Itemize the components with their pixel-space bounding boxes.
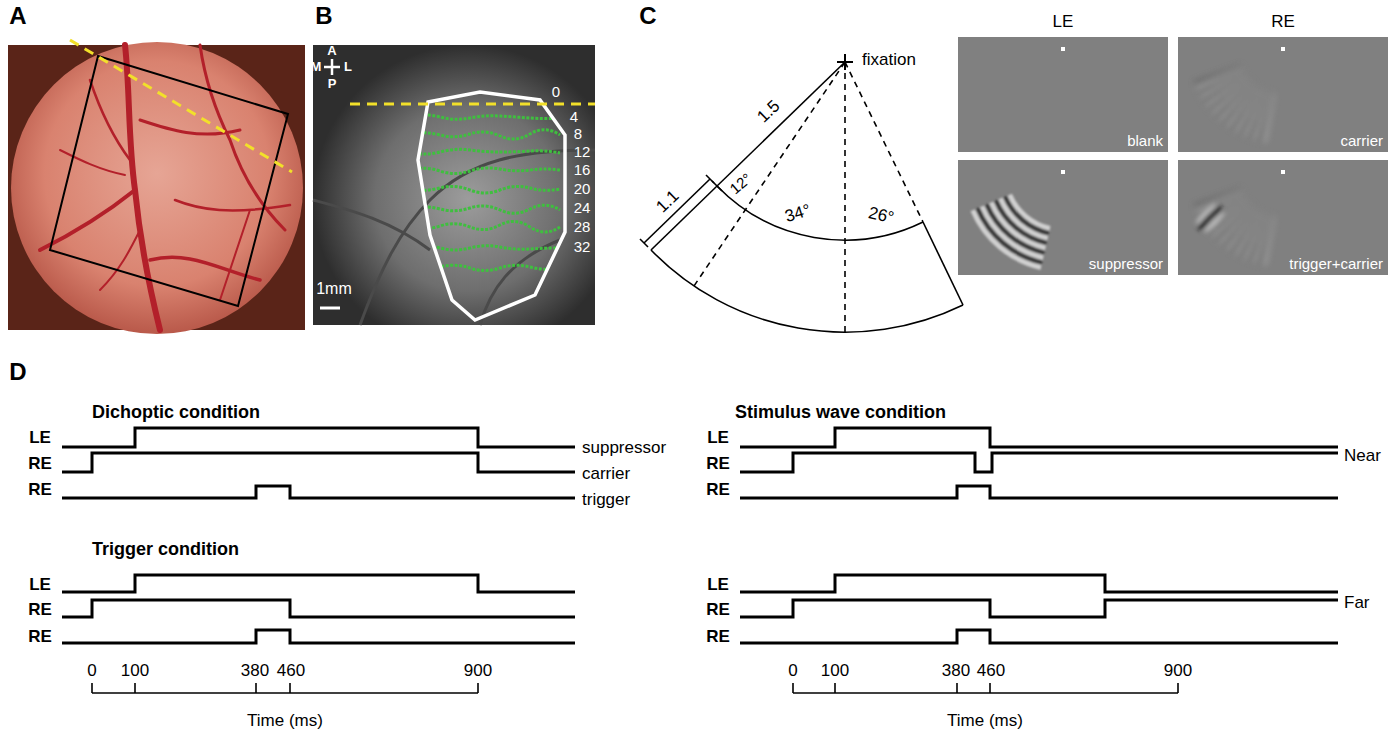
figure-label: Far	[1344, 594, 1370, 613]
cortex-photo	[8, 40, 305, 334]
figure-label: 32	[574, 239, 591, 256]
figure-label: LE	[707, 576, 729, 595]
figure-label: Time (ms)	[247, 712, 323, 731]
figure-label: 24	[574, 200, 591, 217]
figure-label: 28	[574, 219, 591, 236]
figure-label: 100	[821, 662, 849, 681]
figure-label: B	[315, 3, 332, 29]
figure-label: fixation	[862, 51, 916, 70]
figure-label: 12°	[727, 170, 755, 197]
figure-label: RE	[28, 455, 52, 474]
imaging-map	[313, 45, 595, 325]
stimulus-image	[1178, 160, 1388, 275]
figure-label: Time (ms)	[947, 712, 1023, 731]
fixation-dot	[1281, 170, 1285, 174]
figure-label: P	[328, 77, 337, 91]
figure-label: RE	[706, 601, 730, 620]
figure-label: 1.1	[653, 187, 683, 217]
stimulus-panel: suppressor	[958, 160, 1168, 275]
figure-label: Dichoptic condition	[92, 403, 260, 423]
figure-label: 900	[1164, 662, 1192, 681]
fixation-dot	[1061, 47, 1065, 51]
figure-label: carrier	[582, 465, 630, 484]
time-axis	[92, 683, 1178, 693]
figure-label: suppressor	[582, 439, 666, 458]
stimulus-panel: blank	[958, 37, 1168, 152]
figure-label: 20	[574, 181, 591, 198]
figure-label: 460	[977, 662, 1005, 681]
figure-label: 1.5	[754, 97, 784, 127]
figure-label: 4	[570, 109, 578, 126]
gray-field	[958, 160, 1168, 275]
figure-label: 16	[574, 162, 591, 179]
grating-stripe	[1194, 64, 1242, 86]
figure-label: 12	[574, 144, 591, 161]
figure-label: D	[9, 359, 26, 385]
figure-label: trigger	[582, 491, 630, 510]
gray-field	[958, 37, 1168, 152]
stimulus-image	[958, 160, 1168, 275]
panel-label: trigger+carrier	[1289, 255, 1383, 272]
figure-label: L	[344, 60, 352, 74]
fixation-dot	[1281, 47, 1285, 51]
timing-traces	[62, 428, 1338, 643]
figure-label: A	[9, 3, 26, 29]
stimulus-image	[958, 37, 1168, 152]
figure-label: 460	[277, 662, 305, 681]
figure-label: Stimulus wave condition	[735, 403, 946, 423]
figure-label: 0	[87, 662, 96, 681]
figure-label: M	[311, 60, 322, 74]
figure-label: RE	[28, 628, 52, 647]
grating-stripe	[973, 210, 1041, 267]
figure-label: RE	[706, 628, 730, 647]
figure-label: 100	[121, 662, 149, 681]
stimulus-panel: carrier	[1178, 37, 1388, 152]
figure-label: 900	[464, 662, 492, 681]
figure-label: RE	[28, 601, 52, 620]
grating-stripe	[1194, 187, 1242, 209]
figure-label: 1mm	[316, 280, 352, 298]
figure-label: LE	[29, 429, 51, 448]
stimulus-image	[1178, 37, 1388, 152]
figure-label: RE	[706, 481, 730, 500]
figure-label: 0	[788, 662, 797, 681]
figure-label: RE	[28, 481, 52, 500]
gabor-stripe	[1202, 210, 1226, 234]
carrier-grating	[1194, 64, 1275, 142]
figure-label: LE	[1053, 13, 1074, 32]
figure-label: 34°	[783, 201, 813, 226]
trigger-gabor	[1192, 200, 1229, 237]
panel-label: carrier	[1340, 132, 1383, 149]
suppressor-grating	[973, 195, 1050, 268]
gray-field	[1178, 160, 1388, 275]
stimulus-panel: trigger+carrier	[1178, 160, 1388, 275]
stimulus-geometry	[640, 54, 963, 332]
figure-label: 380	[942, 662, 970, 681]
gray-field	[1178, 37, 1388, 152]
figure-label: Near	[1344, 447, 1381, 466]
figure-label: 0	[552, 84, 560, 101]
figure-label: RE	[706, 455, 730, 474]
figure-label: 26°	[866, 204, 895, 228]
figure-label: 8	[574, 126, 582, 143]
figure-label: LE	[707, 429, 729, 448]
panel-label: suppressor	[1089, 255, 1163, 272]
figure-label: A	[327, 44, 336, 58]
stimulus-images	[958, 37, 1388, 275]
figure-label: RE	[1271, 13, 1295, 32]
carrier-grating	[1194, 187, 1275, 265]
panel-label: blank	[1127, 132, 1163, 149]
figure-label: 380	[241, 662, 269, 681]
figure-label: C	[639, 3, 656, 29]
figure-label: Trigger condition	[92, 540, 239, 560]
figure-label: LE	[29, 576, 51, 595]
fixation-dot	[1061, 170, 1065, 174]
